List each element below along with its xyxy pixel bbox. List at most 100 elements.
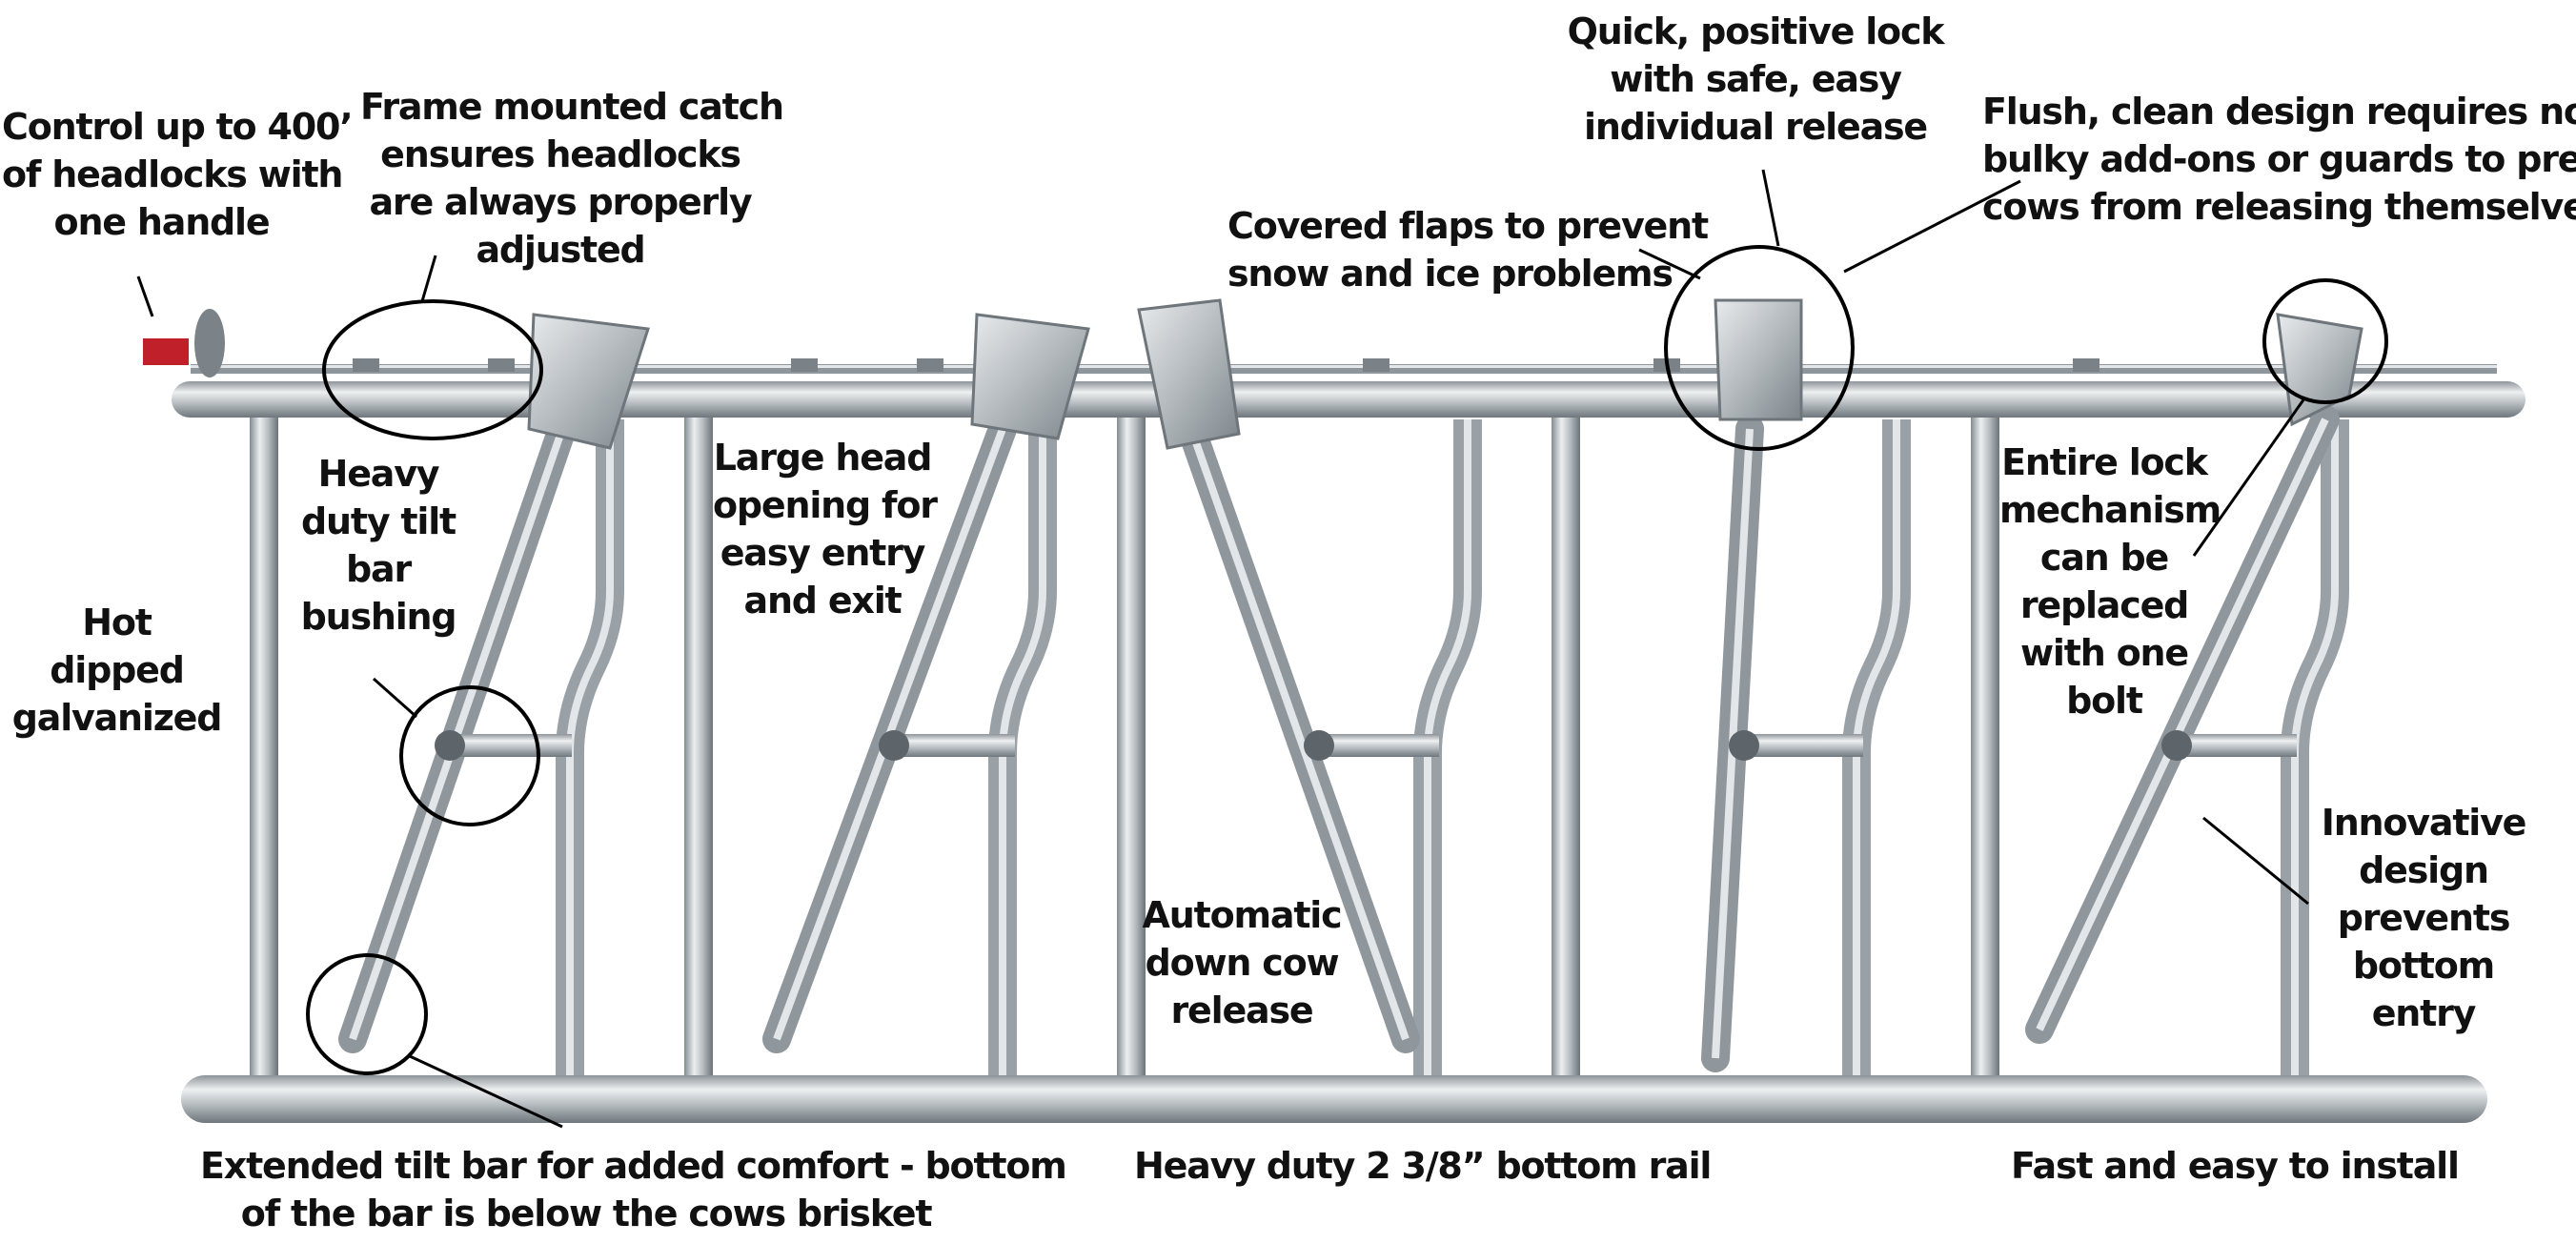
neck-bar: [1424, 419, 1471, 1087]
leader-lock-mechanism: [2192, 398, 2306, 557]
callout-line: Control up to 400’: [2, 106, 354, 148]
catch: [2073, 358, 2099, 372]
neck-bar: [1853, 419, 1900, 1087]
bushing-bar: [448, 734, 572, 757]
callout-line: galvanized: [11, 697, 223, 739]
callout-line: Flush, clean design requires no: [1982, 91, 2576, 133]
lock-rod-highlight: [191, 365, 2497, 368]
circle-frame-catch: [322, 299, 543, 440]
bushing-bar: [1739, 734, 1863, 757]
bushing-pivot: [1304, 730, 1334, 761]
callout-line: duty tilt: [301, 500, 456, 542]
bushing-pivot: [879, 730, 909, 761]
callout-down-cow: Automatic down cow release: [1142, 891, 1343, 1034]
bushing-pivot: [2161, 730, 2192, 761]
callout-line: Entire lock: [2001, 441, 2208, 483]
callout-line: Heavy: [317, 453, 440, 495]
callout-frame-catch: Frame mounted catch ensures headlocks ar…: [360, 83, 784, 274]
bushing-bar: [2173, 734, 2297, 757]
callout-line: individual release: [1584, 106, 1928, 148]
callout-line: Quick, positive lock: [1567, 10, 1945, 52]
callout-line: of the bar is below the cows brisket: [240, 1193, 933, 1234]
callout-line: and exit: [743, 580, 903, 622]
callout-line: adjusted: [476, 229, 645, 271]
callout-line: with one: [2020, 632, 2189, 674]
callout-head-opening: Large head opening for easy entry and ex…: [713, 434, 938, 624]
callout-line: with safe, easy: [1610, 58, 1902, 100]
callout-line: of headlocks with: [2, 153, 343, 195]
catch: [353, 358, 379, 372]
leader-lines: [136, 169, 2309, 1129]
circle-extended-tilt: [306, 953, 428, 1075]
circle-tilt-bushing: [399, 685, 540, 826]
catch: [917, 358, 943, 372]
callout-line: can be: [2039, 537, 2169, 579]
callout-line: dipped: [50, 649, 185, 691]
bushing-pivot: [1729, 730, 1759, 761]
callout-extended-tilt: Extended tilt bar for added comfort - bo…: [200, 1142, 1067, 1237]
catch: [488, 358, 515, 372]
callout-line: down cow: [1145, 942, 1340, 984]
callout-line: snow and ice problems: [1227, 253, 1673, 295]
post: [1117, 400, 1146, 1087]
callout-line: bolt: [2066, 680, 2143, 722]
callout-control-handle: Control up to 400’ of headlocks with one…: [2, 103, 354, 246]
callout-line: bottom: [2352, 945, 2495, 987]
post: [250, 400, 278, 1087]
callout-line: replaced: [2019, 584, 2189, 626]
leader-flush-design: [1843, 179, 2021, 274]
leader-control-handle: [136, 275, 154, 317]
callout-circles: [306, 245, 2388, 1075]
callout-line: Hot: [82, 602, 152, 643]
callout-line: cows from releasing themselves: [1982, 186, 2576, 228]
callout-line: Innovative: [2321, 802, 2527, 844]
bushing-bar: [891, 734, 1015, 757]
callout-line: are always properly: [369, 181, 752, 223]
lock-plate: [970, 313, 1090, 440]
bushing-bar: [1315, 734, 1439, 757]
callout-line: easy entry: [720, 532, 926, 574]
callout-galvanized: Hot dipped galvanized: [10, 599, 224, 742]
callout-line: mechanism: [1999, 489, 2221, 531]
post: [1971, 400, 1999, 1087]
callout-tilt-bushing: Heavy duty tilt bar bushing: [288, 450, 469, 641]
callout-lock-mechanism: Entire lock mechanism can be replaced wi…: [1999, 438, 2221, 724]
leader-frame-catch: [420, 255, 437, 302]
neck-bar: [556, 419, 624, 1087]
handle-disc: [194, 309, 225, 377]
lock-rod: [191, 364, 2497, 374]
catch: [1363, 358, 1389, 372]
bushing-pivot: [435, 730, 465, 761]
tilt-bar: [2036, 418, 2329, 1031]
callout-line: ensures headlocks: [380, 133, 741, 175]
callout-line: bar: [346, 548, 412, 590]
callout-covered-flaps: Covered flaps to prevent snow and ice pr…: [1227, 202, 1709, 297]
callout-line: Fast and easy to install: [2011, 1145, 2460, 1187]
neck-bar: [2291, 419, 2339, 1087]
leader-bottom-entry: [2202, 816, 2309, 906]
callout-line: bulky add-ons or guards to prevent: [1982, 138, 2576, 180]
callout-line: prevents: [2337, 897, 2511, 939]
headlock-frame: [143, 298, 2525, 1123]
tilt-bar: [1187, 427, 1410, 1041]
callout-line: bushing: [300, 596, 457, 638]
callout-line: entry: [2371, 992, 2477, 1034]
circle-lock-mechanism: [2262, 278, 2388, 404]
callout-line: Large head: [713, 437, 933, 479]
callout-quick-lock: Quick, positive lock with safe, easy ind…: [1555, 8, 1956, 151]
red-handle: [143, 338, 189, 365]
callout-line: Covered flaps to prevent: [1227, 205, 1709, 247]
callout-line: Frame mounted catch: [360, 86, 784, 128]
callout-bottom-rail: Heavy duty 2 3/8” bottom rail: [1134, 1142, 1712, 1190]
lock-plate: [1137, 298, 1241, 450]
post: [1552, 400, 1580, 1087]
neck-bar: [999, 419, 1046, 1087]
callout-line: Automatic: [1142, 894, 1343, 936]
post: [684, 400, 713, 1087]
callout-install: Fast and easy to install: [2011, 1142, 2460, 1190]
leader-extended-tilt: [409, 1054, 563, 1129]
callout-flush-design: Flush, clean design requires no bulky ad…: [1982, 88, 2576, 231]
leader-covered-flaps: [1638, 248, 1701, 280]
circle-quick-lock: [1664, 245, 1855, 451]
